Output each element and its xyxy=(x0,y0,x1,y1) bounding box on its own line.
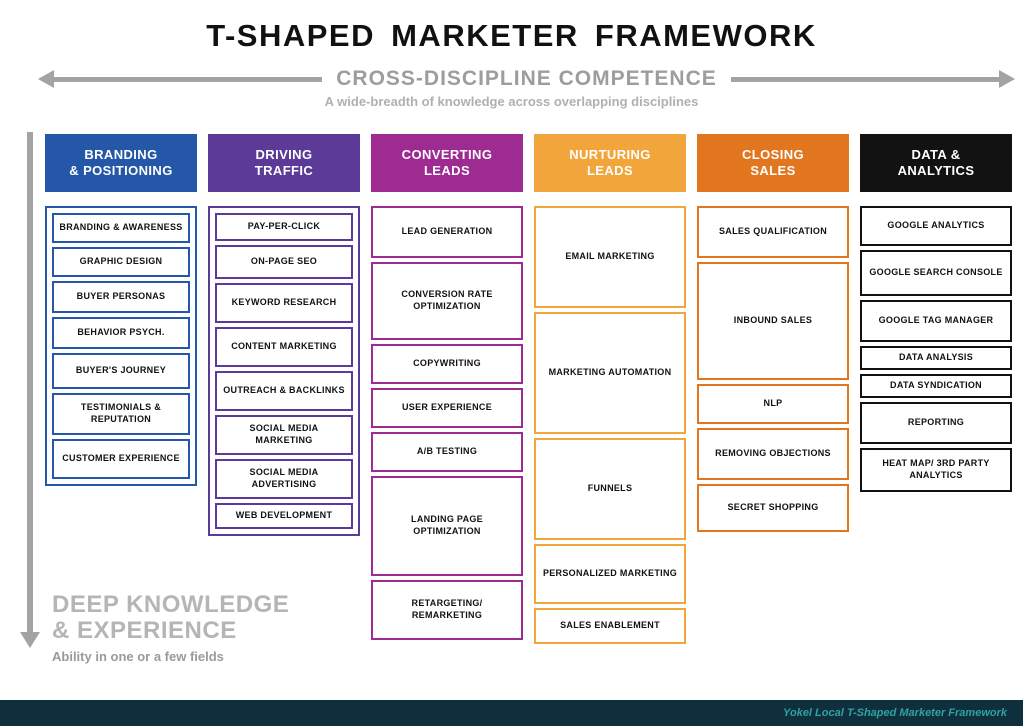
skill-box: GOOGLE ANALYTICS xyxy=(860,206,1012,246)
skill-box: SECRET SHOPPING xyxy=(697,484,849,532)
skill-box: CUSTOMER EXPERIENCE xyxy=(52,439,190,479)
skill-box: DATA SYNDICATION xyxy=(860,374,1012,398)
skill-box: HEAT MAP/ 3RD PARTY ANALYTICS xyxy=(860,448,1012,492)
deep-knowledge-block: DEEP KNOWLEDGE & EXPERIENCE Ability in o… xyxy=(52,591,290,664)
skill-box: LANDING PAGE OPTIMIZATION xyxy=(371,476,523,576)
skill-box: GOOGLE SEARCH CONSOLE xyxy=(860,250,1012,296)
skill-box: OUTREACH & BACKLINKS xyxy=(215,371,353,411)
skill-box: COPYWRITING xyxy=(371,344,523,384)
arrow-down-icon xyxy=(20,632,40,648)
skill-box: USER EXPERIENCE xyxy=(371,388,523,428)
skill-box: SOCIAL MEDIA ADVERTISING xyxy=(215,459,353,499)
skill-box: NLP xyxy=(697,384,849,424)
skill-box: BUYER'S JOURNEY xyxy=(52,353,190,389)
footer-bar: Yokel Local T-Shaped Marketer Framework xyxy=(0,700,1023,726)
columns: BRANDING & POSITIONING BRANDING & AWARENE… xyxy=(45,134,1012,644)
skill-box: A/B TESTING xyxy=(371,432,523,472)
skill-box: TESTIMONIALS & REPUTATION xyxy=(52,393,190,435)
deep-knowledge-label: DEEP KNOWLEDGE & EXPERIENCE xyxy=(52,591,290,645)
skill-box: SOCIAL MEDIA MARKETING xyxy=(215,415,353,455)
skill-box: GOOGLE TAG MANAGER xyxy=(860,300,1012,342)
arrow-right-icon xyxy=(999,70,1016,88)
footer-credit: Yokel Local T-Shaped Marketer Framework xyxy=(783,707,1007,719)
skill-box: LEAD GENERATION xyxy=(371,206,523,258)
deep-knowledge-sublabel: Ability in one or a few fields xyxy=(52,648,224,664)
skill-box: INBOUND SALES xyxy=(697,262,849,380)
column-header: NURTURING LEADS xyxy=(534,134,686,192)
skill-box: WEB DEVELOPMENT xyxy=(215,503,353,529)
skill-box: REMOVING OBJECTIONS xyxy=(697,428,849,480)
skill-box: SALES QUALIFICATION xyxy=(697,206,849,258)
skill-box: CONTENT MARKETING xyxy=(215,327,353,367)
axis-line-right xyxy=(730,76,1000,82)
skill-box: BUYER PERSONAS xyxy=(52,281,190,313)
column-header: DATA & ANALYTICS xyxy=(860,134,1012,192)
axis-line-vertical xyxy=(27,132,33,632)
framework-column: DRIVING TRAFFIC PAY-PER-CLICK ON-PAGE SEO K… xyxy=(208,134,360,644)
cross-discipline-sublabel: A wide-breadth of knowledge across overl… xyxy=(324,94,699,109)
skill-box: RETARGETING/ REMARKETING xyxy=(371,580,523,640)
column-items: PAY-PER-CLICK ON-PAGE SEO KEYWORD RESEARCH… xyxy=(208,206,360,536)
skill-box: MARKETING AUTOMATION xyxy=(534,312,686,434)
skill-box: BEHAVIOR PSYCH. xyxy=(52,317,190,349)
column-header: CONVERTING LEADS xyxy=(371,134,523,192)
axis-line-left xyxy=(54,76,323,82)
column-header: DRIVING TRAFFIC xyxy=(208,134,360,192)
skill-box: KEYWORD RESEARCH xyxy=(215,283,353,323)
skill-box: FUNNELS xyxy=(534,438,686,540)
page-title: T-SHAPED MARKETER FRAMEWORK xyxy=(206,18,817,53)
skill-box: CONVERSION RATE OPTIMIZATION xyxy=(371,262,523,340)
skill-box: ON-PAGE SEO xyxy=(215,245,353,279)
column-header: CLOSING SALES xyxy=(697,134,849,192)
column-header: BRANDING & POSITIONING xyxy=(45,134,197,192)
cross-discipline-label: CROSS-DISCIPLINE COMPETENCE xyxy=(336,67,717,90)
skill-box: EMAIL MARKETING xyxy=(534,206,686,308)
skill-box: PAY-PER-CLICK xyxy=(215,213,353,241)
skill-box: PERSONALIZED MARKETING xyxy=(534,544,686,604)
skill-box: SALES ENABLEMENT xyxy=(534,608,686,644)
skill-box: DATA ANALYSIS xyxy=(860,346,1012,370)
deep-knowledge-axis xyxy=(20,132,40,652)
arrow-left-icon xyxy=(38,70,54,88)
column-items: BRANDING & AWARENESS GRAPHIC DESIGN BUYER … xyxy=(45,206,197,486)
cross-discipline-axis: CROSS-DISCIPLINE COMPETENCE xyxy=(38,64,1016,94)
skill-box: BRANDING & AWARENESS xyxy=(52,213,190,243)
skill-box: GRAPHIC DESIGN xyxy=(52,247,190,277)
skill-box: REPORTING xyxy=(860,402,1012,444)
framework-column: BRANDING & POSITIONING BRANDING & AWARENE… xyxy=(45,134,197,644)
